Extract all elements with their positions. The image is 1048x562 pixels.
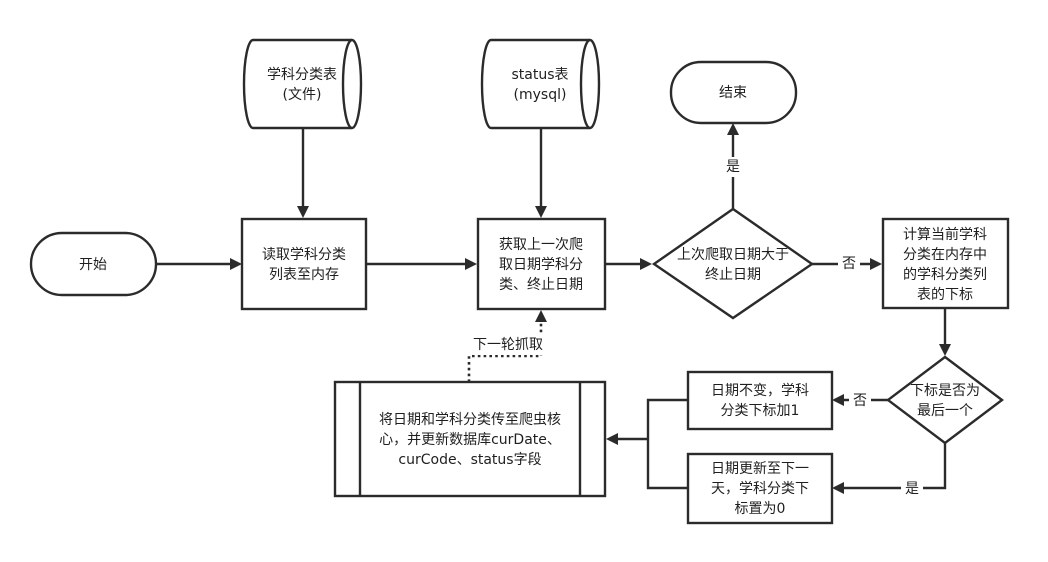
arrowhead: [727, 123, 739, 135]
edge-label-no-calc: 否: [842, 256, 856, 272]
edge-label-yes-end: 是: [726, 159, 740, 175]
start-line: 开始: [79, 257, 107, 273]
next-day-line: 日期更新至下一: [711, 461, 809, 477]
node-is-last: [886, 355, 1004, 445]
status-db-line: (mysql): [514, 87, 567, 103]
next-day-line: 标置为0: [735, 501, 786, 517]
read-list-line: 列表至内存: [269, 267, 339, 283]
subject-file-line: (文件): [283, 87, 322, 103]
get-last-line: 获取上一次爬: [499, 237, 583, 253]
calc-index-line: 表的下标: [917, 287, 973, 303]
next-day-line: 天，学科分类下: [711, 481, 809, 497]
arrowhead: [640, 258, 652, 270]
edge-label-no-same: 否: [853, 393, 867, 409]
read-list-line: 读取学科分类: [262, 246, 346, 263]
arrowhead: [939, 344, 951, 356]
node-same-date-text: 日期不变，学科分类下标加1: [711, 383, 809, 419]
node-get-last: [476, 217, 607, 311]
edge-label-bg: [465, 335, 551, 355]
edge-label-yes-next: 是: [905, 481, 919, 497]
arrowhead: [535, 206, 547, 218]
subject-file-line: 学科分类表: [267, 67, 337, 83]
pass-crawler-line: 将日期和学科分类传至爬虫核: [379, 412, 561, 428]
edge-label-next-round: 下一轮抓取: [473, 337, 543, 353]
node-calc-index-text: 计算当前学科分类在内存中的学科分类列表的下标: [903, 226, 987, 303]
arrowhead: [832, 482, 844, 494]
edge-label-bg: [722, 157, 744, 177]
node-status-db-text: status表 (mysql): [511, 67, 568, 103]
node-end: [669, 60, 798, 125]
nodes: 开始 结束 学科分类表 (文件) status表 (mysql) 读取学科分类列表至…: [29, 38, 1010, 525]
node-check-date: [651, 207, 815, 320]
node-read-list: [240, 217, 368, 311]
node-next-day: [686, 452, 834, 525]
edge-next-round-loop: [467, 322, 543, 382]
calc-index-line: 的学科分类列: [903, 267, 987, 283]
pass-crawler-line: curCode、status字段: [398, 452, 541, 468]
arrowhead: [535, 310, 547, 322]
check-date-line: 终止日期: [705, 267, 761, 283]
node-calc-index: [881, 217, 1010, 310]
arrowhead: [230, 258, 242, 270]
node-subject-file-text: 学科分类表 (文件): [267, 67, 337, 103]
arrowhead: [606, 433, 618, 445]
arrowhead: [465, 258, 477, 270]
status-db-line: status表: [511, 67, 568, 83]
is-last-line: 最后一个: [917, 403, 973, 419]
get-last-line: 类、终止日期: [499, 277, 583, 293]
node-check-date-text: 上次爬取日期大于终止日期: [677, 247, 789, 283]
same-date-line: 分类下标加1: [721, 403, 800, 419]
calc-index-line: 分类在内存中: [903, 247, 987, 263]
get-last-line: 取日期学科分: [499, 257, 583, 273]
node-status-db: [480, 38, 601, 130]
pass-crawler-line: 心，并更新数据库curDate、: [379, 432, 561, 448]
node-pass-crawler-text: 将日期和学科分类传至爬虫核心，并更新数据库curDate、 curCode、sta…: [379, 412, 561, 468]
node-is-last-text: 下标是否为最后一个: [910, 383, 980, 419]
edge-label-bg: [849, 391, 871, 411]
node-subject-file: [242, 38, 363, 130]
check-date-line: 上次爬取日期大于: [677, 247, 789, 263]
edge-merge-to-pass: [646, 398, 688, 490]
same-date-line: 日期不变，学科: [711, 383, 809, 399]
edge-label-bg: [838, 254, 860, 274]
end-line: 结束: [719, 85, 747, 101]
arrowhead: [832, 394, 844, 406]
is-last-line: 下标是否为: [910, 383, 980, 399]
node-same-date: [686, 370, 834, 431]
node-pass-crawler: [333, 380, 607, 498]
edge-labels: 是 否 否 是 下一轮抓取: [465, 157, 923, 499]
node-next-day-text: 日期更新至下一天，学科分类下标置为0: [711, 461, 809, 517]
arrowhead: [870, 258, 882, 270]
calc-index-line: 计算当前学科: [903, 226, 987, 243]
node-get-last-text: 获取上一次爬取日期学科分类、终止日期: [499, 237, 583, 293]
node-read-list-text: 读取学科分类列表至内存: [262, 246, 346, 283]
node-end-text: 结束: [719, 85, 747, 101]
node-start-text: 开始: [79, 257, 107, 273]
node-start: [29, 231, 158, 297]
edge-islast-to-next: [842, 443, 947, 490]
edge-label-bg: [901, 479, 923, 499]
arrowhead: [297, 206, 309, 218]
